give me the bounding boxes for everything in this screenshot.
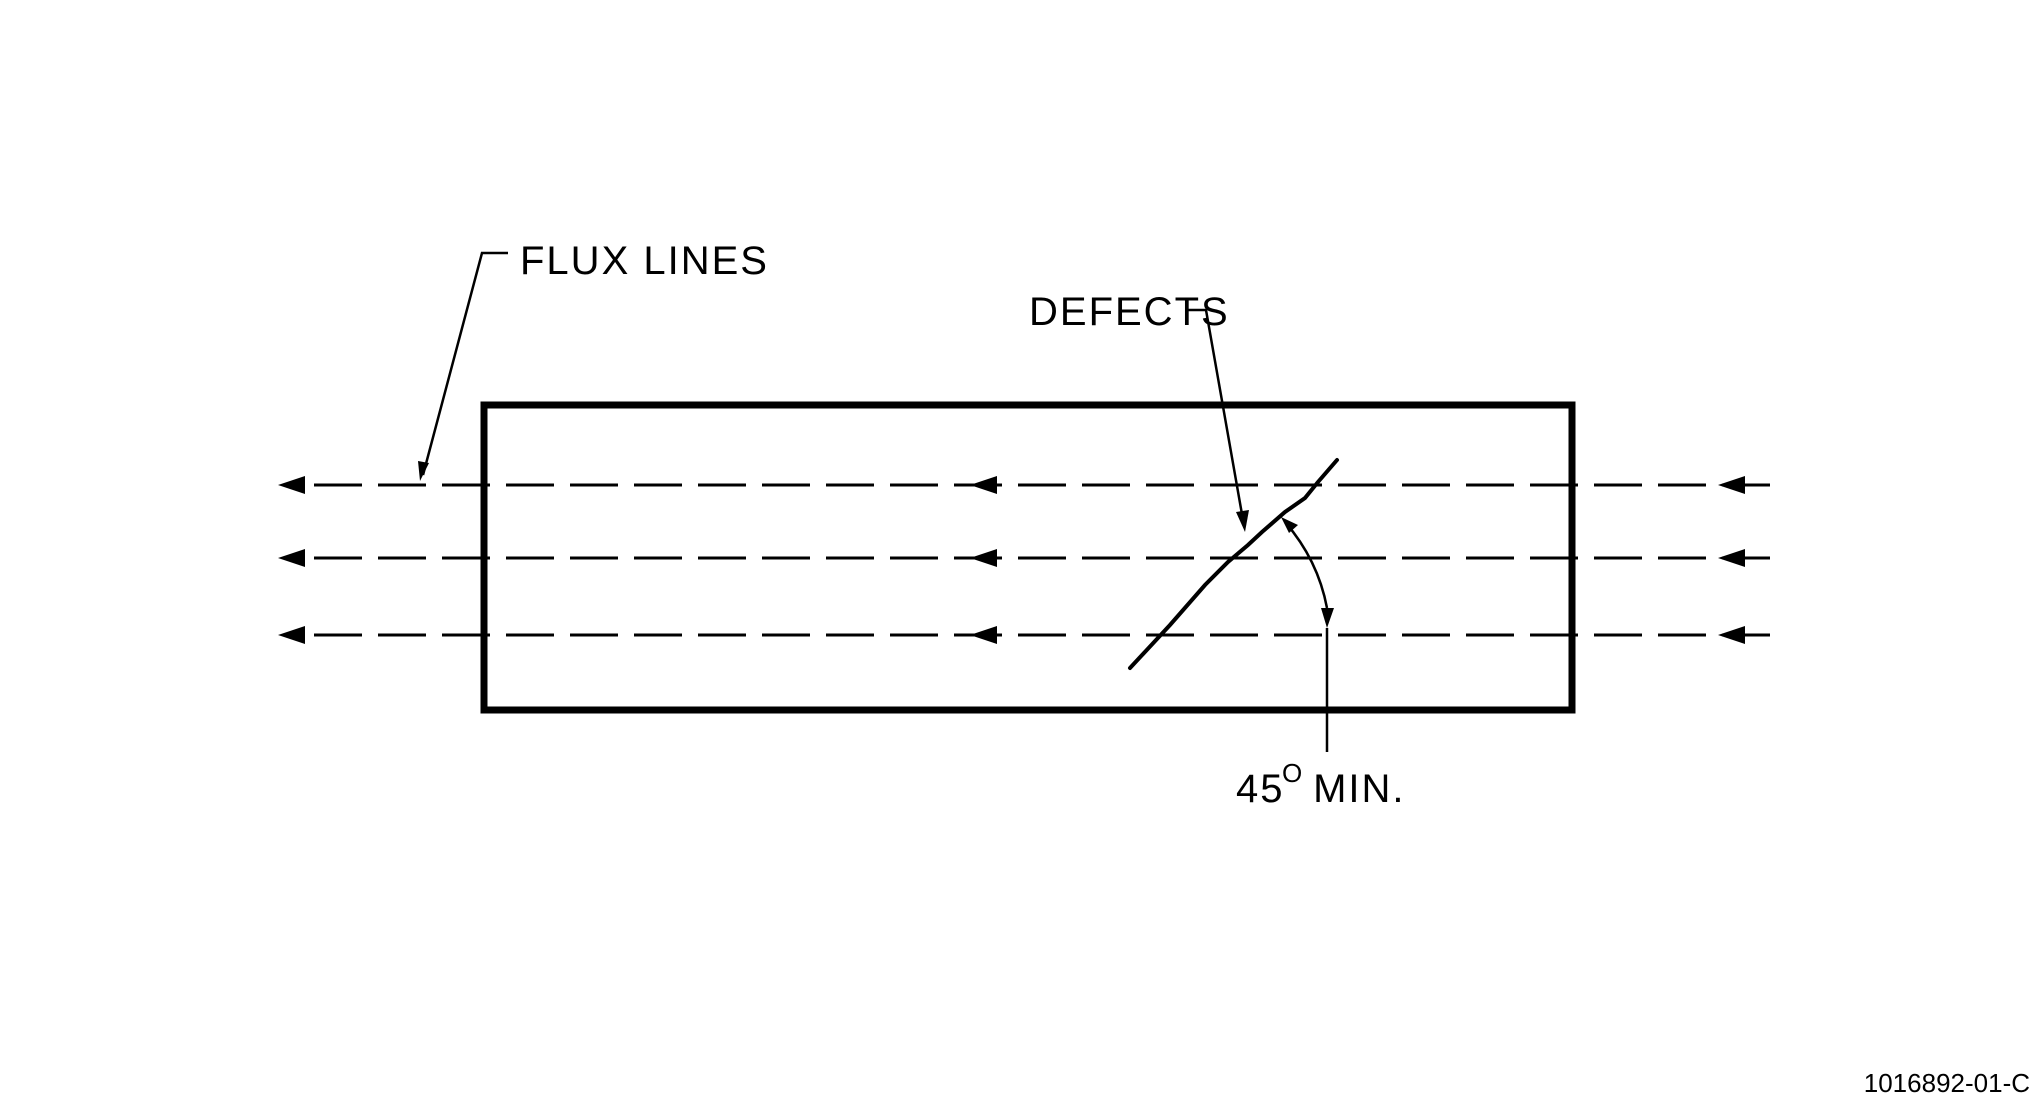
angle-arc-arrowhead-top [1281, 517, 1298, 533]
arrowhead-mid-2 [970, 549, 997, 567]
drawing-number: 1016892-01-C [1864, 1068, 2030, 1098]
angle-arc-arrowhead-bottom [1321, 608, 1334, 628]
arrowhead-left-1 [278, 476, 305, 494]
flux-lines-leader-arrowhead [418, 461, 429, 481]
flux-lines-label: FLUX LINES [520, 239, 769, 283]
angle-arc [1284, 521, 1329, 609]
arrowhead-mid-3 [970, 626, 997, 644]
flux-arrowheads [278, 476, 1745, 644]
arrowhead-right-2 [1718, 549, 1745, 567]
angle-suffix: MIN. [1300, 767, 1406, 811]
arrowhead-left-2 [278, 549, 305, 567]
defects-label: DEFECTS [1029, 290, 1230, 334]
angle-value: 45 [1236, 767, 1285, 811]
arrowhead-left-3 [278, 626, 305, 644]
arrowhead-right-1 [1718, 476, 1745, 494]
arrowhead-right-3 [1718, 626, 1745, 644]
arrowhead-mid-1 [970, 476, 997, 494]
flux-lines-group [295, 483, 1770, 637]
angle-label: 45 O MIN. [1236, 758, 1406, 811]
defects-leader [1186, 308, 1245, 521]
defects-leader-arrowhead [1236, 510, 1249, 532]
angle-degree-mark: O [1282, 758, 1304, 788]
defect-crack [1128, 458, 1339, 670]
flux-lines-leader [421, 251, 508, 476]
